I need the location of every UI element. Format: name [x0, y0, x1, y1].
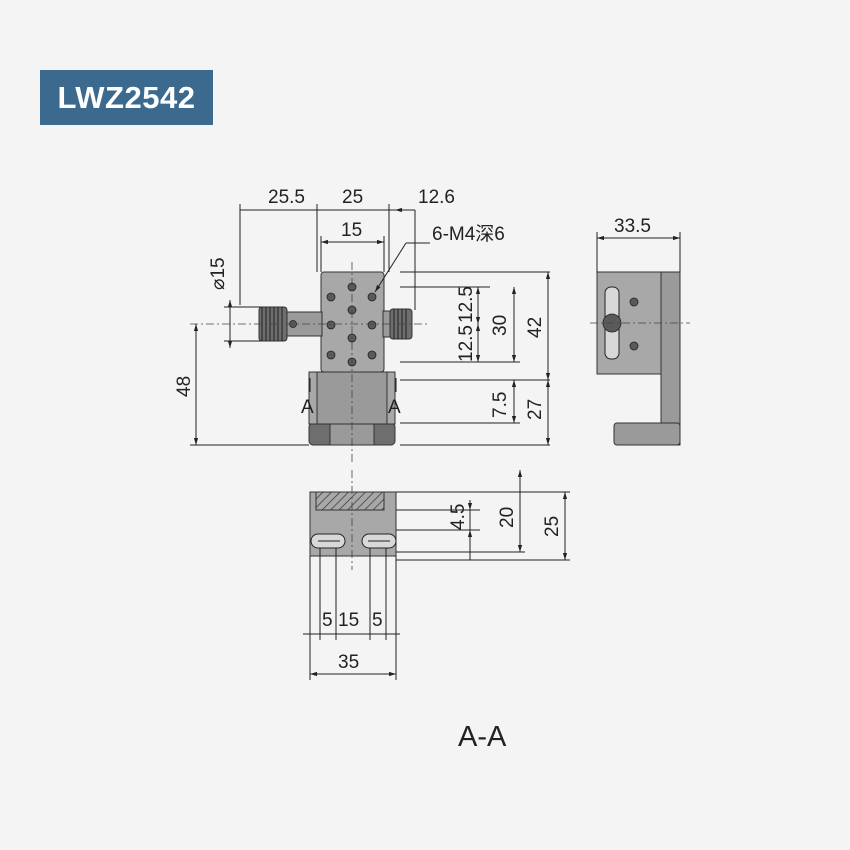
section-mark-right: A — [388, 397, 401, 418]
dim-20-section: 20 — [497, 507, 518, 528]
section-label: A-A — [458, 721, 507, 753]
dim-25-section: 25 — [542, 516, 563, 537]
dim-15-bottom: 15 — [338, 610, 359, 631]
side-foot — [613, 422, 681, 446]
holes-note: 6-M4深6 — [432, 223, 505, 245]
front-view: 25.5 25 12.6 15 6-M4深6 ⌀15 48 A A — [174, 187, 551, 462]
dim-27: 27 — [525, 399, 546, 420]
dim-35: 35 — [338, 652, 359, 673]
section-mark-left: A — [301, 397, 314, 418]
section-hatch — [315, 491, 385, 511]
dim-33-5: 33.5 — [614, 216, 651, 237]
dim-dia-15: ⌀15 — [208, 257, 229, 290]
dim-5-b: 5 — [372, 610, 383, 631]
model-title: LWZ2542 — [40, 70, 213, 125]
dim-48: 48 — [174, 376, 195, 397]
side-view: 33.5 — [590, 216, 690, 446]
dim-30: 30 — [490, 315, 511, 336]
section-view: 4.5 20 25 5 15 5 35 — [303, 470, 570, 680]
dim-12-5-a: 12.5 — [456, 286, 477, 323]
dim-25: 25 — [342, 187, 363, 208]
dim-7-5: 7.5 — [490, 392, 511, 418]
dim-15-top: 15 — [341, 220, 362, 241]
dim-4-5: 4.5 — [448, 504, 469, 530]
dim-12-5-b: 12.5 — [456, 325, 477, 362]
dim-42: 42 — [525, 317, 546, 338]
dim-5-a: 5 — [322, 610, 333, 631]
dim-25-5: 25.5 — [268, 187, 305, 208]
side-bracket — [660, 271, 681, 446]
dim-12-6: 12.6 — [418, 187, 455, 208]
